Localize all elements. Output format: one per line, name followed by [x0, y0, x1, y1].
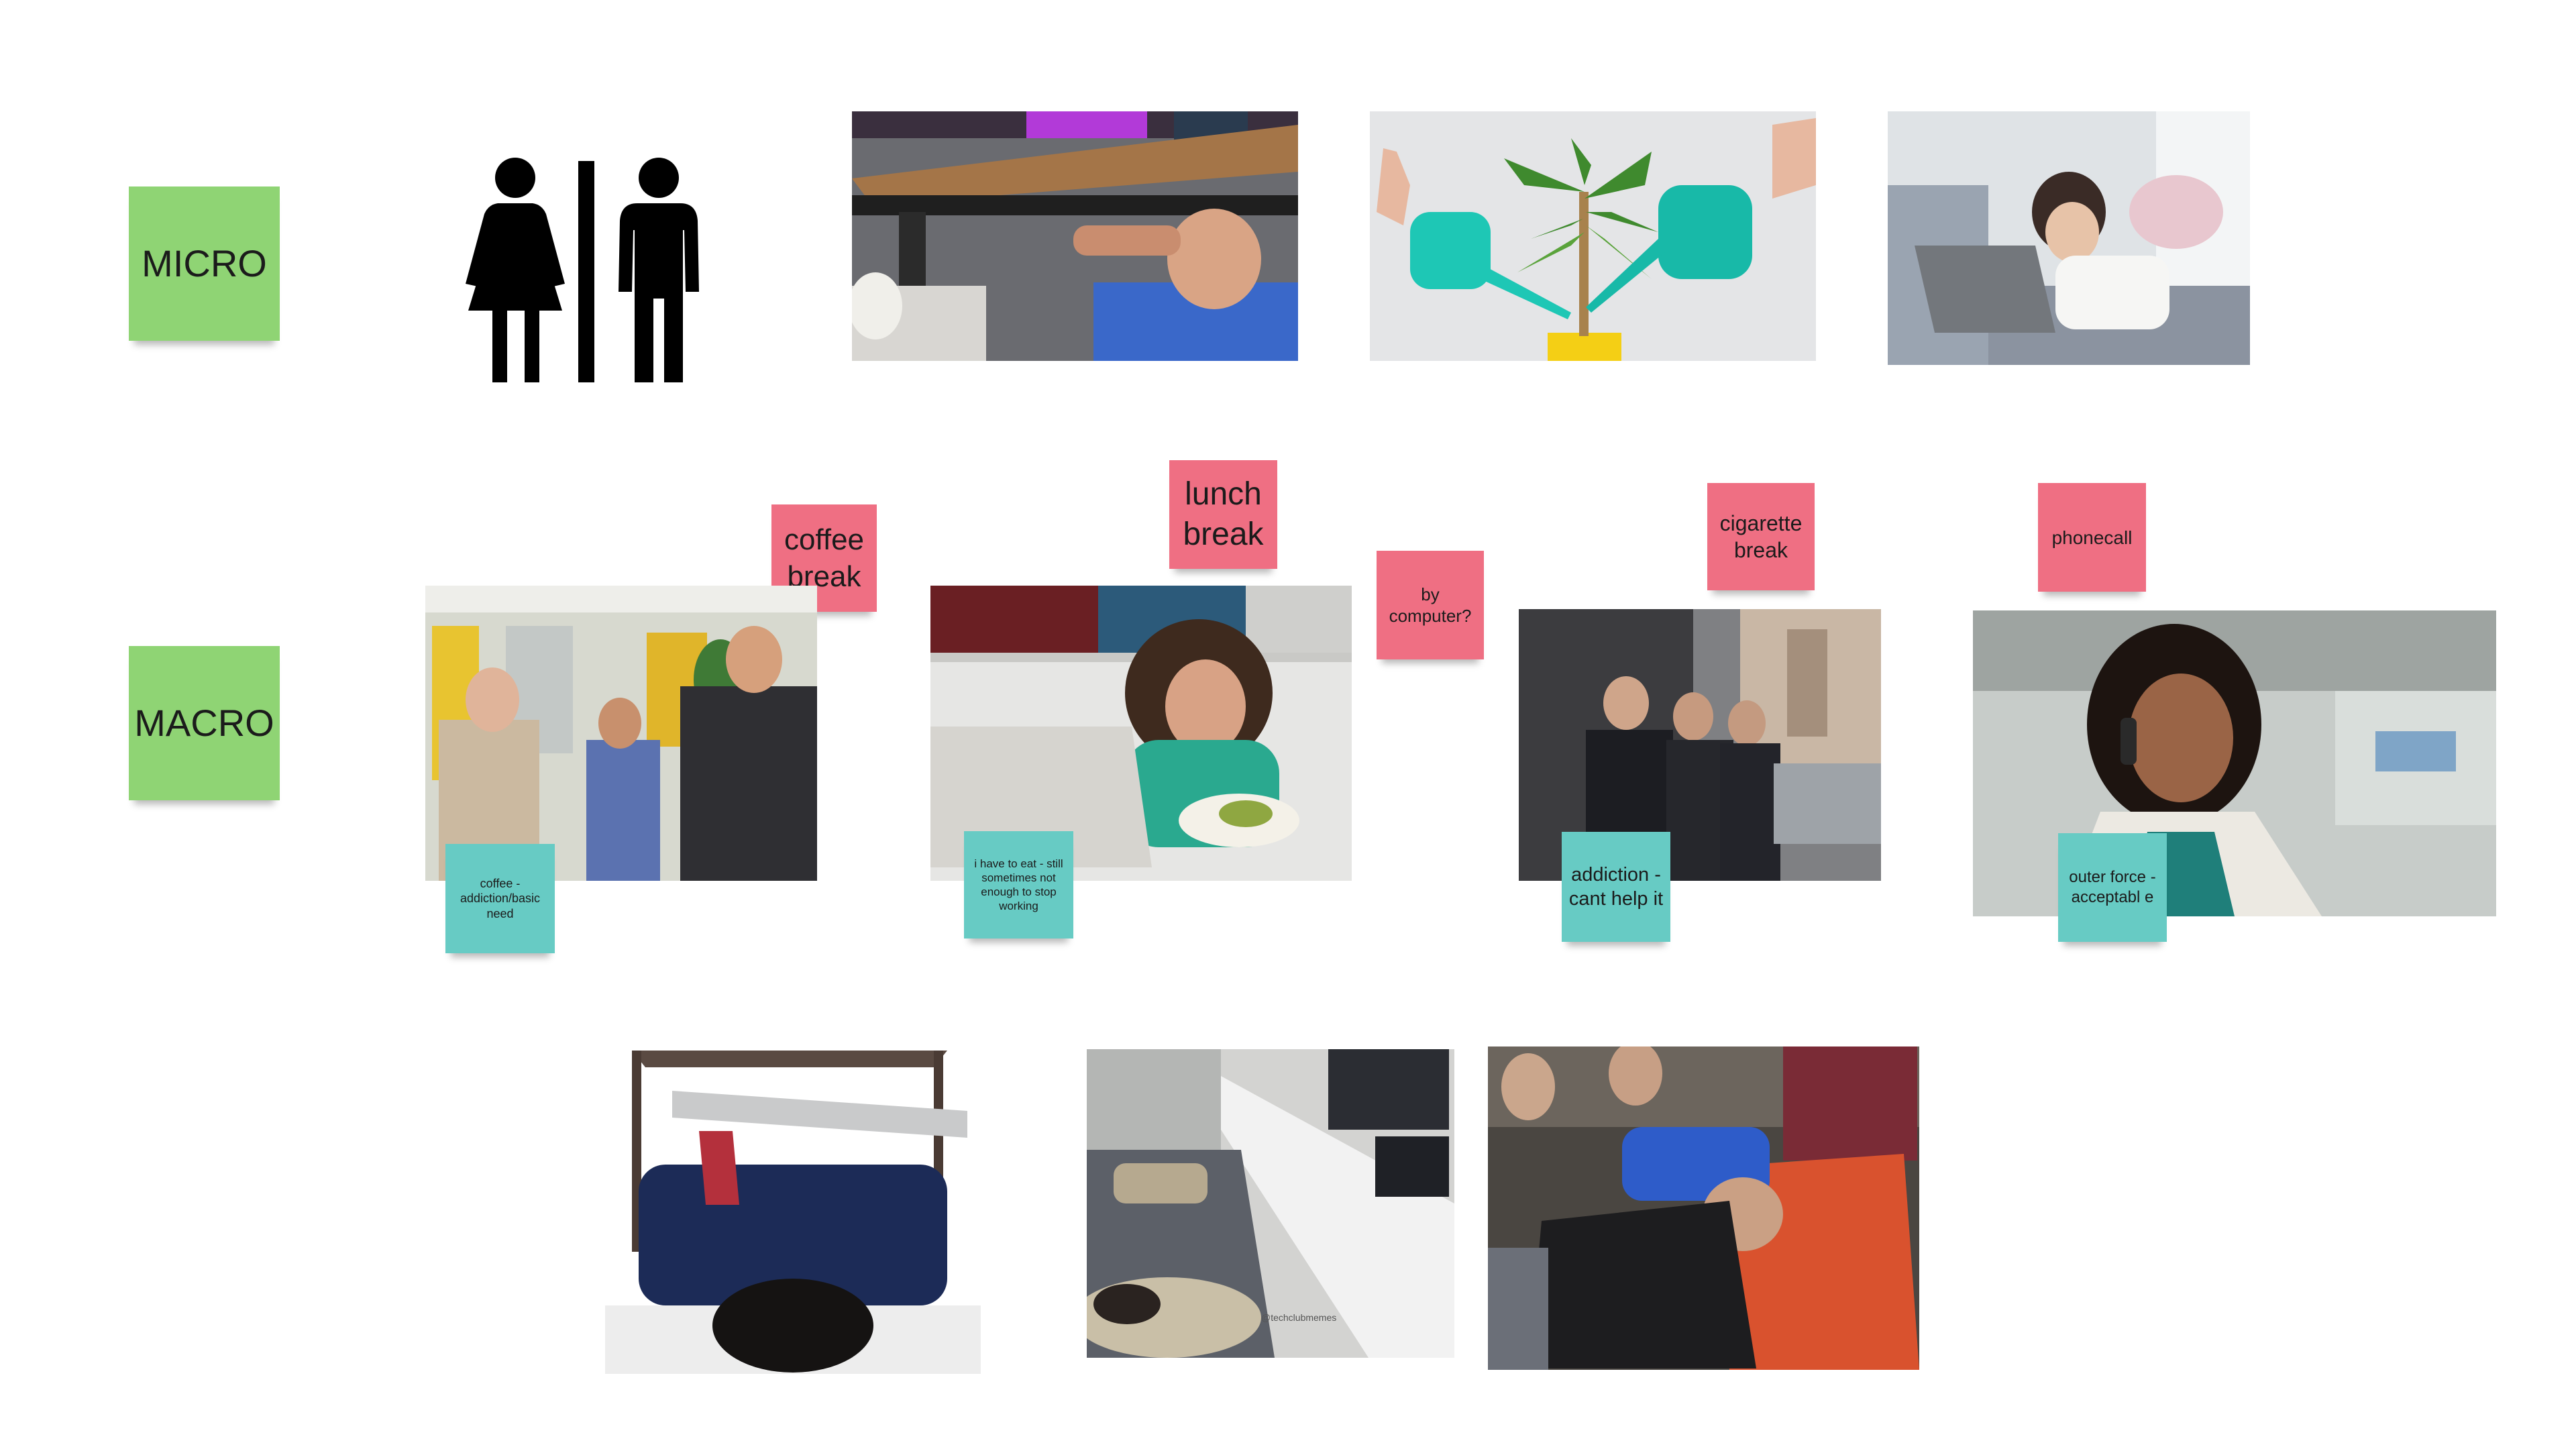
photo-office-sleeping-cots: @techclubmemes [1087, 1049, 1454, 1358]
photo-sleeping-on-chair [1488, 1046, 1919, 1370]
photo-woman-phone-laptop [1888, 111, 2250, 365]
photo-office-coffee [425, 586, 817, 881]
photo-woman-on-phone [1973, 610, 2496, 916]
coffee-addiction-note[interactable]: coffee - addiction/basic need [445, 844, 555, 953]
phonecall-note[interactable]: phonecall [2038, 483, 2146, 592]
macro-label[interactable]: MACRO [129, 646, 280, 800]
photo-man-under-desk [852, 111, 1298, 361]
watermark-text: @techclubmemes [1261, 1312, 1337, 1323]
addiction-note[interactable]: addiction - cant help it [1562, 832, 1670, 942]
cigarette-break-note[interactable]: cigarette break [1707, 483, 1815, 590]
outer-force-note[interactable]: outer force - acceptabl e [2058, 833, 2167, 942]
by-computer-note[interactable]: by computer? [1377, 551, 1484, 659]
restroom-sign-icon [463, 158, 711, 386]
eat-note[interactable]: i have to eat - still sometimes not enou… [964, 831, 1073, 938]
photo-watering-plant [1370, 111, 1816, 361]
micro-label[interactable]: MICRO [129, 186, 280, 341]
photo-laptop-stand-bed [592, 1051, 981, 1374]
lunch-break-note[interactable]: lunch break [1169, 460, 1277, 569]
